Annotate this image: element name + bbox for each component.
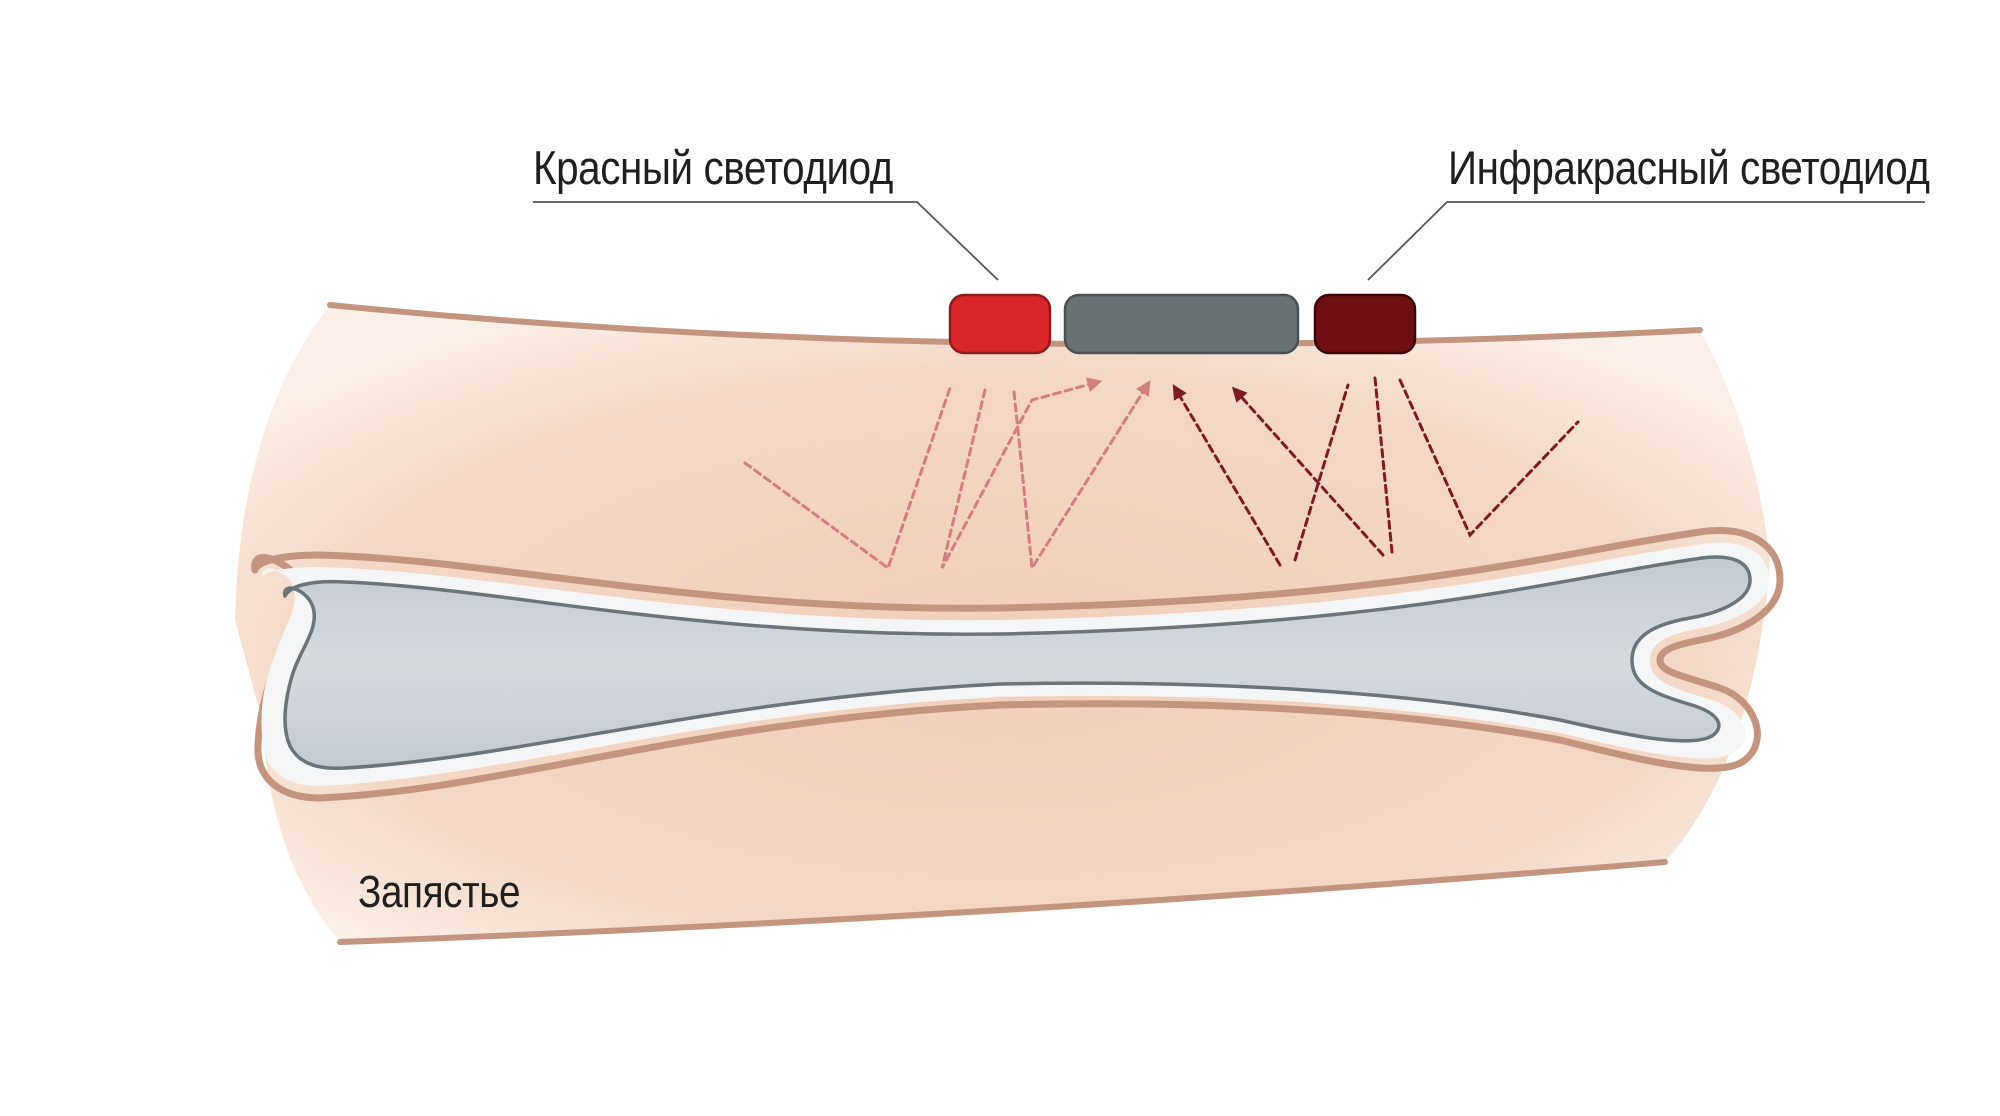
ir-light-path-3 (1293, 383, 1350, 562)
ir-led-leader-line (1367, 201, 1925, 281)
photodetector-sensor (1063, 293, 1300, 355)
ir-light-path-5 (1398, 378, 1580, 538)
red-led (948, 293, 1052, 355)
red-light-path-2 (940, 377, 1103, 569)
ir-light-path-1 (1172, 384, 1282, 567)
red-led-label: Красный светодиод (533, 141, 893, 194)
bone-outer-outline (251, 527, 1784, 802)
red-light-path-1 (743, 386, 952, 571)
skin-bottom-surface (337, 859, 1668, 945)
bone (282, 555, 1752, 771)
ir-light-path-4 (1373, 376, 1394, 554)
red-light-paths (743, 377, 1151, 573)
infrared-led (1313, 293, 1417, 355)
red-led-leader-line (533, 201, 999, 281)
ir-light-paths (1172, 376, 1580, 567)
red-light-path-3 (1012, 380, 1151, 573)
infrared-led-label: Инфракрасный светодиод (1448, 141, 1930, 194)
wrist-label: Запястье (358, 866, 521, 917)
ir-light-path-2 (1231, 386, 1385, 557)
